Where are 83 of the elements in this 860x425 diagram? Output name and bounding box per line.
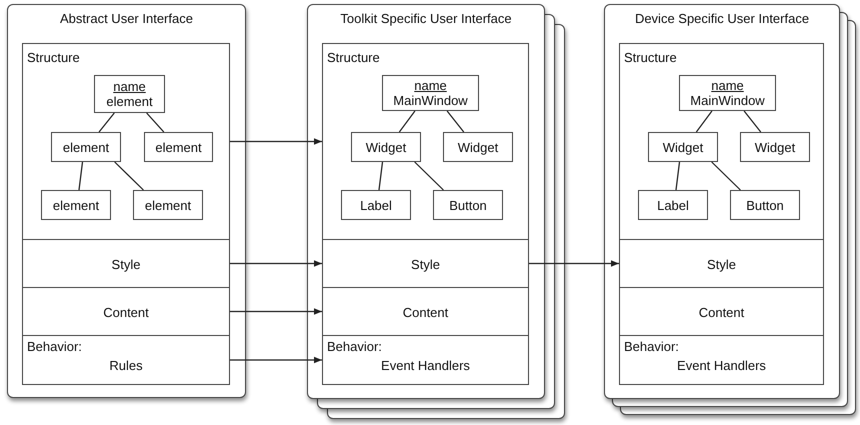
node-label: Button xyxy=(449,198,487,212)
section-box xyxy=(22,335,230,385)
section-box xyxy=(619,287,824,336)
tree-link xyxy=(146,112,164,132)
tree-node-box xyxy=(351,132,421,162)
tree-node-box xyxy=(638,190,708,220)
section-box xyxy=(322,287,529,336)
panel-card xyxy=(604,4,840,399)
section-box xyxy=(619,239,824,288)
tree-node-box xyxy=(133,190,203,220)
tree-link xyxy=(675,162,680,190)
panel-title: Toolkit Specific User Interface xyxy=(339,11,513,26)
section-label: Structure xyxy=(327,50,380,65)
section-box xyxy=(22,287,230,336)
arrow xyxy=(230,138,322,145)
tree-node-box xyxy=(51,132,121,162)
section-label: Event Handlers xyxy=(676,358,767,373)
tree-link xyxy=(398,110,416,132)
node-label: Widget xyxy=(754,140,796,154)
section-label: Structure xyxy=(624,50,677,65)
tree-node-box xyxy=(433,190,503,220)
tree-node-box xyxy=(730,190,800,220)
section-label: Behavior: xyxy=(327,339,382,354)
tree-node-box xyxy=(41,190,111,220)
node-label: MainWindow xyxy=(690,93,765,108)
tree-node-box xyxy=(443,132,513,162)
node-label: Label xyxy=(360,198,392,212)
tree-node-box xyxy=(648,132,718,162)
tree-node-box xyxy=(382,75,479,111)
panel-card xyxy=(7,4,246,398)
section-box xyxy=(22,43,230,240)
tree-link xyxy=(378,162,384,190)
section-box xyxy=(322,335,529,385)
tree-node-box xyxy=(740,132,810,162)
section-label: Rules xyxy=(108,358,144,373)
node-label: Widget xyxy=(366,140,406,154)
section-label: Style xyxy=(410,257,441,272)
section-label: Content xyxy=(102,305,150,320)
node-label: MainWindow xyxy=(393,93,468,108)
section-label: Behavior: xyxy=(624,339,679,354)
panel-title: Device Specific User Interface xyxy=(634,11,810,26)
panel-card xyxy=(307,4,545,399)
section-box xyxy=(619,335,824,385)
instance-name: name xyxy=(414,78,447,93)
node-label: element xyxy=(144,198,192,212)
section-label: Content xyxy=(698,305,746,320)
tree-link xyxy=(414,162,444,190)
section-box xyxy=(322,239,529,288)
tree-node-box xyxy=(341,190,411,220)
tree-link xyxy=(744,110,762,132)
node-label: element xyxy=(155,140,202,154)
tree-node-box xyxy=(679,75,776,111)
tree-node-box xyxy=(144,132,213,162)
node-label: element xyxy=(106,94,153,109)
node-label: Widget xyxy=(662,140,704,154)
section-box xyxy=(619,43,824,240)
instance-name: name xyxy=(711,78,744,93)
arrow xyxy=(230,260,322,267)
node-label: Button xyxy=(746,198,784,212)
tree-link xyxy=(446,110,464,132)
section-label: Structure xyxy=(27,50,80,65)
instance-name: name xyxy=(113,79,146,94)
section-box xyxy=(322,43,529,240)
node-label: element xyxy=(52,198,100,212)
tree-link xyxy=(696,110,712,132)
section-box xyxy=(22,239,230,288)
section-label: Behavior: xyxy=(27,339,82,354)
node-label: Widget xyxy=(458,140,498,154)
tree-link xyxy=(78,162,84,190)
tree-link xyxy=(98,112,115,132)
arrow xyxy=(230,356,322,364)
node-label: Label xyxy=(657,198,689,212)
section-label: Event Handlers xyxy=(380,358,471,373)
tree-link xyxy=(711,162,741,190)
panel-title: Abstract User Interface xyxy=(59,11,194,26)
section-label: Style xyxy=(110,257,142,272)
section-label: Content xyxy=(402,305,450,320)
arrow xyxy=(230,308,322,315)
tree-link xyxy=(114,162,144,190)
section-label: Style xyxy=(706,257,737,272)
tree-node-box xyxy=(94,75,165,113)
arrow xyxy=(529,260,619,267)
node-label: element xyxy=(62,140,110,154)
